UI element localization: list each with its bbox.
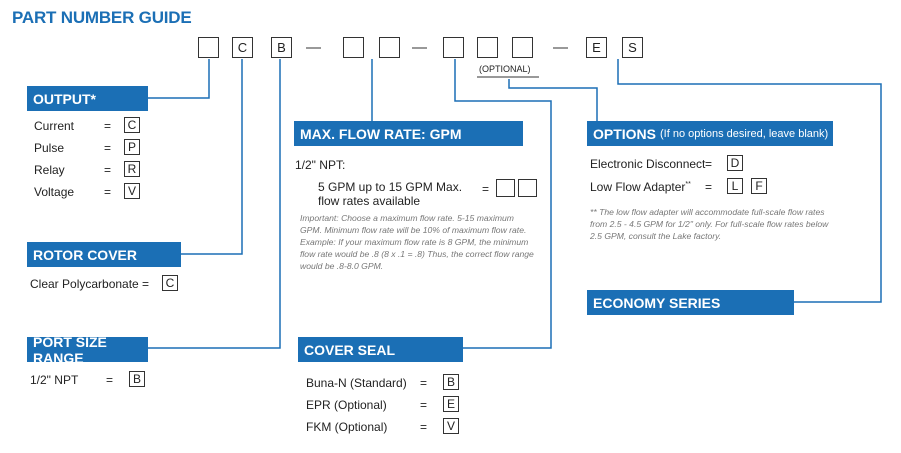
flow-digit-box-2 xyxy=(518,179,537,197)
output-label-current: Current xyxy=(34,119,75,133)
equals-sign: = xyxy=(482,182,490,196)
output-code-relay: R xyxy=(124,161,140,177)
options-lowflow-label: Low Flow Adapter** xyxy=(590,180,691,194)
cover-seal-code-fkm: V xyxy=(443,418,459,434)
part-box-6 xyxy=(443,37,464,58)
cover-seal-label-buna: Buna-N (Standard) xyxy=(306,376,407,390)
options-header-title: OPTIONS xyxy=(593,125,657,142)
page-title: PART NUMBER GUIDE xyxy=(12,8,192,27)
cover-seal-code-buna: B xyxy=(443,374,459,390)
max-flow-range-line2: flow rates available xyxy=(318,194,421,208)
equals-sign: = xyxy=(420,420,428,434)
options-header: OPTIONS (If no options desired, leave bl… xyxy=(587,121,833,146)
output-label-pulse: Pulse xyxy=(34,141,65,155)
part-box-2: C xyxy=(232,37,253,58)
equals-sign: = xyxy=(705,180,713,194)
part-box-8 xyxy=(512,37,533,58)
part-box-4 xyxy=(343,37,364,58)
optional-label: (OPTIONAL) xyxy=(479,64,531,74)
equals-sign: = xyxy=(104,141,112,155)
output-label-voltage: Voltage xyxy=(34,185,75,199)
cover-seal-header: COVER SEAL xyxy=(298,337,463,362)
output-code-pulse: P xyxy=(124,139,140,155)
equals-sign: = xyxy=(104,119,112,133)
options-lowflow-sup: ** xyxy=(685,181,691,188)
rotor-cover-code: C xyxy=(162,275,178,291)
port-size-header: PORT SIZE RANGE xyxy=(27,334,148,366)
separator-dash: — xyxy=(412,39,427,56)
options-lowflow-code-1: L xyxy=(727,178,743,194)
flow-digit-box-1 xyxy=(496,179,515,197)
output-label-relay: Relay xyxy=(34,163,65,177)
rotor-cover-header: ROTOR COVER xyxy=(27,242,181,267)
cover-seal-label-fkm: FKM (Optional) xyxy=(306,420,388,434)
equals-sign: = xyxy=(420,398,428,412)
max-flow-note: Important: Choose a maximum flow rate. 5… xyxy=(300,213,534,271)
max-flow-header: MAX. FLOW RATE: GPM xyxy=(294,121,523,146)
output-code-current: C xyxy=(124,117,140,133)
max-flow-npt-label: 1/2" NPT: xyxy=(295,158,346,172)
max-flow-range-line1: 5 GPM up to 15 GPM Max. xyxy=(318,180,463,194)
cover-seal-label-epr: EPR (Optional) xyxy=(306,398,387,412)
options-lowflow-text: Low Flow Adapter xyxy=(590,180,686,194)
port-size-code: B xyxy=(129,371,145,387)
equals-sign: = xyxy=(705,157,713,171)
options-note: ** The low flow adapter will accommodate… xyxy=(590,207,829,241)
port-size-label: 1/2" NPT xyxy=(30,373,79,387)
equals-sign: = xyxy=(420,376,428,390)
part-box-10: S xyxy=(622,37,643,58)
part-box-1 xyxy=(198,37,219,58)
options-electronic-code: D xyxy=(727,155,743,171)
equals-sign: = xyxy=(104,163,112,177)
separator-dash: — xyxy=(306,39,321,56)
output-code-voltage: V xyxy=(124,183,140,199)
equals-sign: = xyxy=(106,373,114,387)
part-box-9: E xyxy=(586,37,607,58)
options-header-subtitle: (If no options desired, leave blank) xyxy=(660,127,829,140)
cover-seal-code-epr: E xyxy=(443,396,459,412)
options-electronic-label: Electronic Disconnect xyxy=(590,157,706,171)
part-box-5 xyxy=(379,37,400,58)
equals-sign: = xyxy=(104,185,112,199)
rotor-cover-label: Clear Polycarbonate = xyxy=(30,277,150,291)
separator-dash: — xyxy=(553,39,568,56)
part-box-3: B xyxy=(271,37,292,58)
economy-series-header: ECONOMY SERIES xyxy=(587,290,794,315)
options-lowflow-code-2: F xyxy=(751,178,767,194)
output-header: OUTPUT* xyxy=(27,86,148,111)
part-box-7 xyxy=(477,37,498,58)
